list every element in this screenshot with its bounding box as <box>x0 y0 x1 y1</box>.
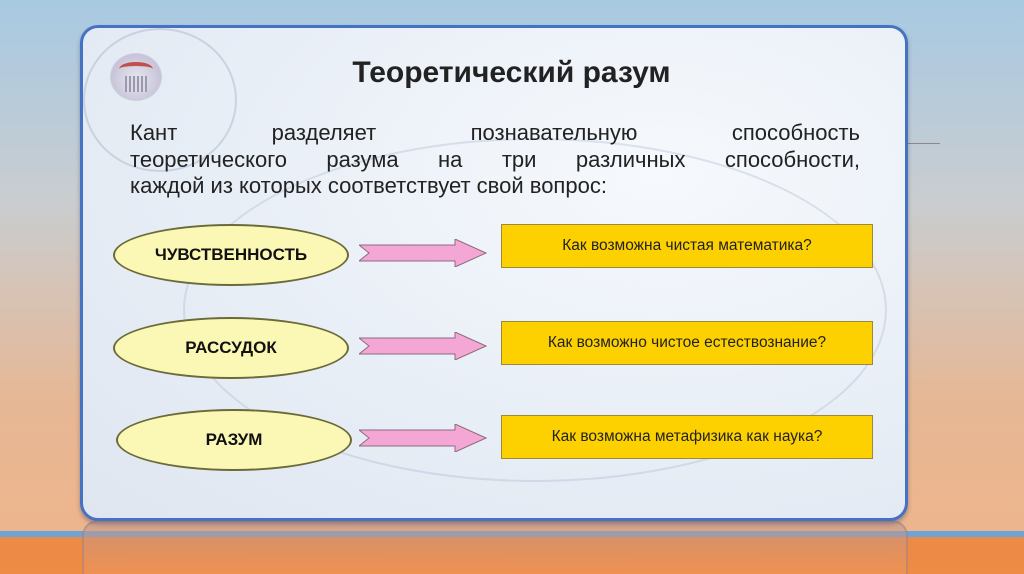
decorative-swoosh <box>83 28 237 172</box>
faculty-ellipse-sensibility: ЧУВСТВЕННОСТЬ <box>113 224 349 286</box>
paragraph-line: каждой из которых соответствует свой воп… <box>130 173 607 198</box>
frame-reflection <box>82 520 908 574</box>
paragraph-line: теоретического разума на три различных с… <box>130 146 860 172</box>
question-box-mathematics: Как возможна чистая математика? <box>501 224 873 268</box>
slide-title: Теоретический разум <box>352 56 671 89</box>
paragraph-line: Кант разделяет познавательную способност… <box>130 120 860 145</box>
decorative-line <box>908 143 940 144</box>
question-box-metaphysics: Как возможна метафизика как наука? <box>501 415 873 459</box>
faculty-ellipse-reason: РАЗУМ <box>116 409 352 471</box>
university-logo <box>110 53 162 101</box>
arrow-right-icon <box>359 424 487 452</box>
question-box-natural-science: Как возможно чистое естествознание? <box>501 321 873 365</box>
slide-frame: Теоретический разум Кант разделяет позна… <box>80 25 908 521</box>
faculty-ellipse-understanding: РАССУДОК <box>113 317 349 379</box>
intro-paragraph: Кант разделяет познавательную способност… <box>130 120 860 200</box>
arrow-right-icon <box>359 239 487 267</box>
arrow-right-icon <box>359 332 487 360</box>
decorative-swoosh <box>183 138 887 482</box>
